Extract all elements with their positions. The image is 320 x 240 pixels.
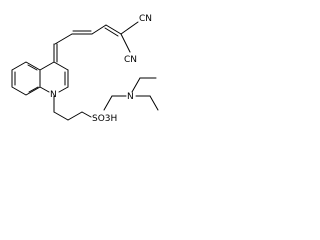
n-propyl-bond-2 [53, 111, 69, 121]
c-s-bond [81, 111, 92, 118]
ethyl-a-bond-1 [131, 77, 141, 93]
benzo-ring [11, 61, 41, 96]
nitrile-bond-bottom [120, 33, 131, 53]
benzo-double-bond-bottom [28, 86, 39, 93]
ethyl-b-bond-2 [103, 95, 113, 111]
chemical-structure-diagram: CN CN N SO3H N [11, 14, 159, 124]
ring-bond-c4-c3 [53, 61, 69, 71]
chain-bond-2 [54, 33, 73, 45]
chain-double-bond-5 [104, 27, 119, 37]
ring-bond-n-c8a [39, 86, 50, 93]
triethylamine [103, 77, 159, 111]
benzo-double-bond-top [27, 64, 38, 71]
chain-bond-4 [91, 24, 107, 35]
polymethine-chain [53, 21, 139, 63]
nitrile-label-top: CN [139, 14, 152, 24]
n-propyl-bond-3 [67, 111, 83, 121]
nitrile-label-bottom: CN [124, 55, 137, 65]
quinoline-ring-system [11, 61, 69, 96]
propyl-sulfonate-chain [53, 95, 92, 121]
triethylamine-nitrogen-label: N [127, 92, 134, 102]
sulfonic-acid-label: SO3H [92, 114, 117, 124]
ring-bond-c2-n [58, 86, 69, 93]
chain-bond-5 [105, 24, 122, 35]
ring-bond-c4a-c4 [39, 61, 55, 71]
ring-nitrogen-label: N [50, 90, 57, 100]
nitrile-bond-top [120, 21, 139, 35]
ethyl-c-bond-2 [149, 95, 159, 111]
